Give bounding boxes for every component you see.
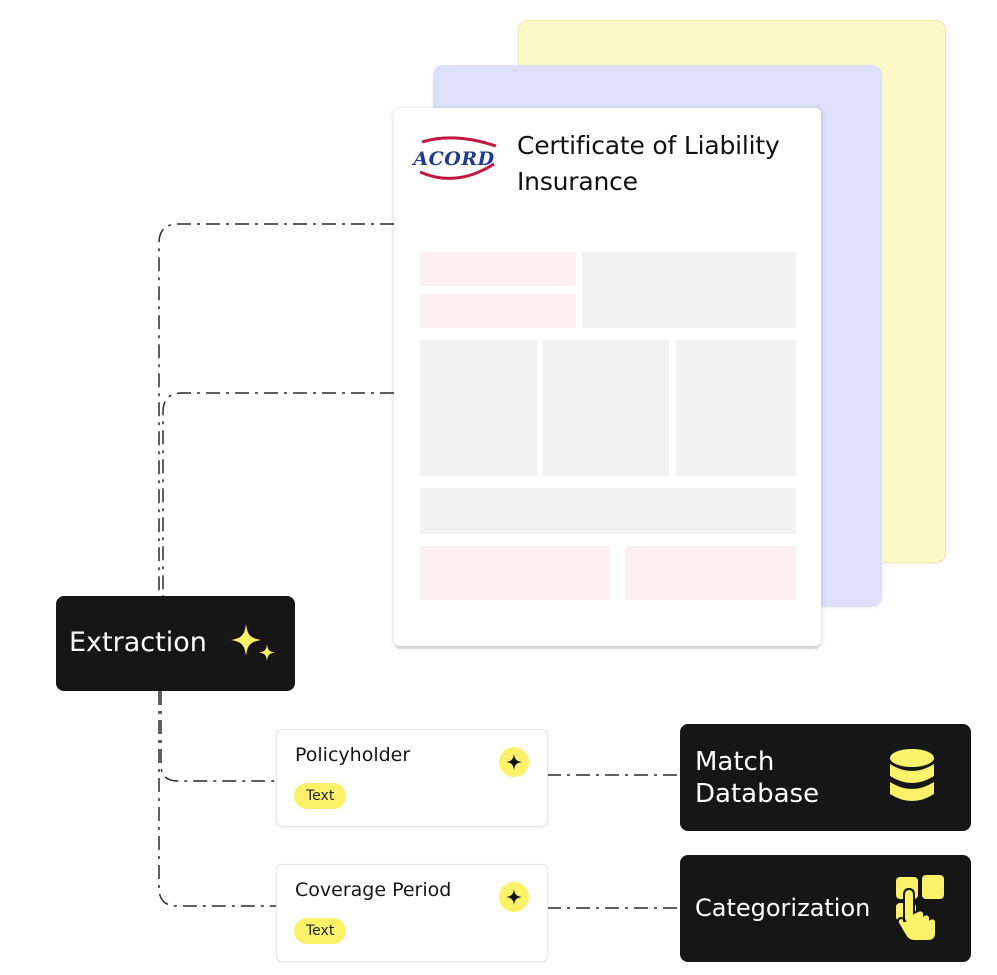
form-block xyxy=(543,340,669,476)
svg-text:ACORD: ACORD xyxy=(411,148,494,170)
certificate-document: ACORD Certificate of Liability Insurance xyxy=(394,108,821,646)
type-chip: Text xyxy=(294,783,347,809)
match-database-box[interactable]: Match Database xyxy=(680,724,971,831)
sparkle-icon xyxy=(499,747,529,777)
sparkle-icon xyxy=(228,620,280,672)
categorization-box[interactable]: Categorization xyxy=(680,855,971,962)
form-block xyxy=(582,252,796,328)
match-database-label: Match Database xyxy=(695,747,820,809)
tap-hand-icon xyxy=(894,873,946,947)
form-block xyxy=(420,294,576,328)
field-card-coverage-period[interactable]: Coverage Period Text xyxy=(276,864,548,962)
form-block xyxy=(676,340,796,476)
field-card-policyholder[interactable]: Policyholder Text xyxy=(276,729,548,827)
sparkle-icon xyxy=(499,882,529,912)
document-title: Certificate of Liability Insurance xyxy=(517,131,780,196)
categorization-label: Categorization xyxy=(695,894,871,922)
form-block xyxy=(420,488,796,534)
field-label: Policyholder xyxy=(295,744,411,766)
database-icon xyxy=(888,748,936,810)
extraction-label: Extraction xyxy=(69,627,207,658)
extraction-box[interactable]: Extraction xyxy=(56,596,295,691)
form-block xyxy=(625,546,796,600)
type-chip: Text xyxy=(294,918,347,944)
acord-logo: ACORD xyxy=(402,132,506,184)
form-block xyxy=(420,546,610,600)
field-label: Coverage Period xyxy=(295,879,452,901)
form-block xyxy=(420,340,537,476)
form-block xyxy=(420,252,576,286)
